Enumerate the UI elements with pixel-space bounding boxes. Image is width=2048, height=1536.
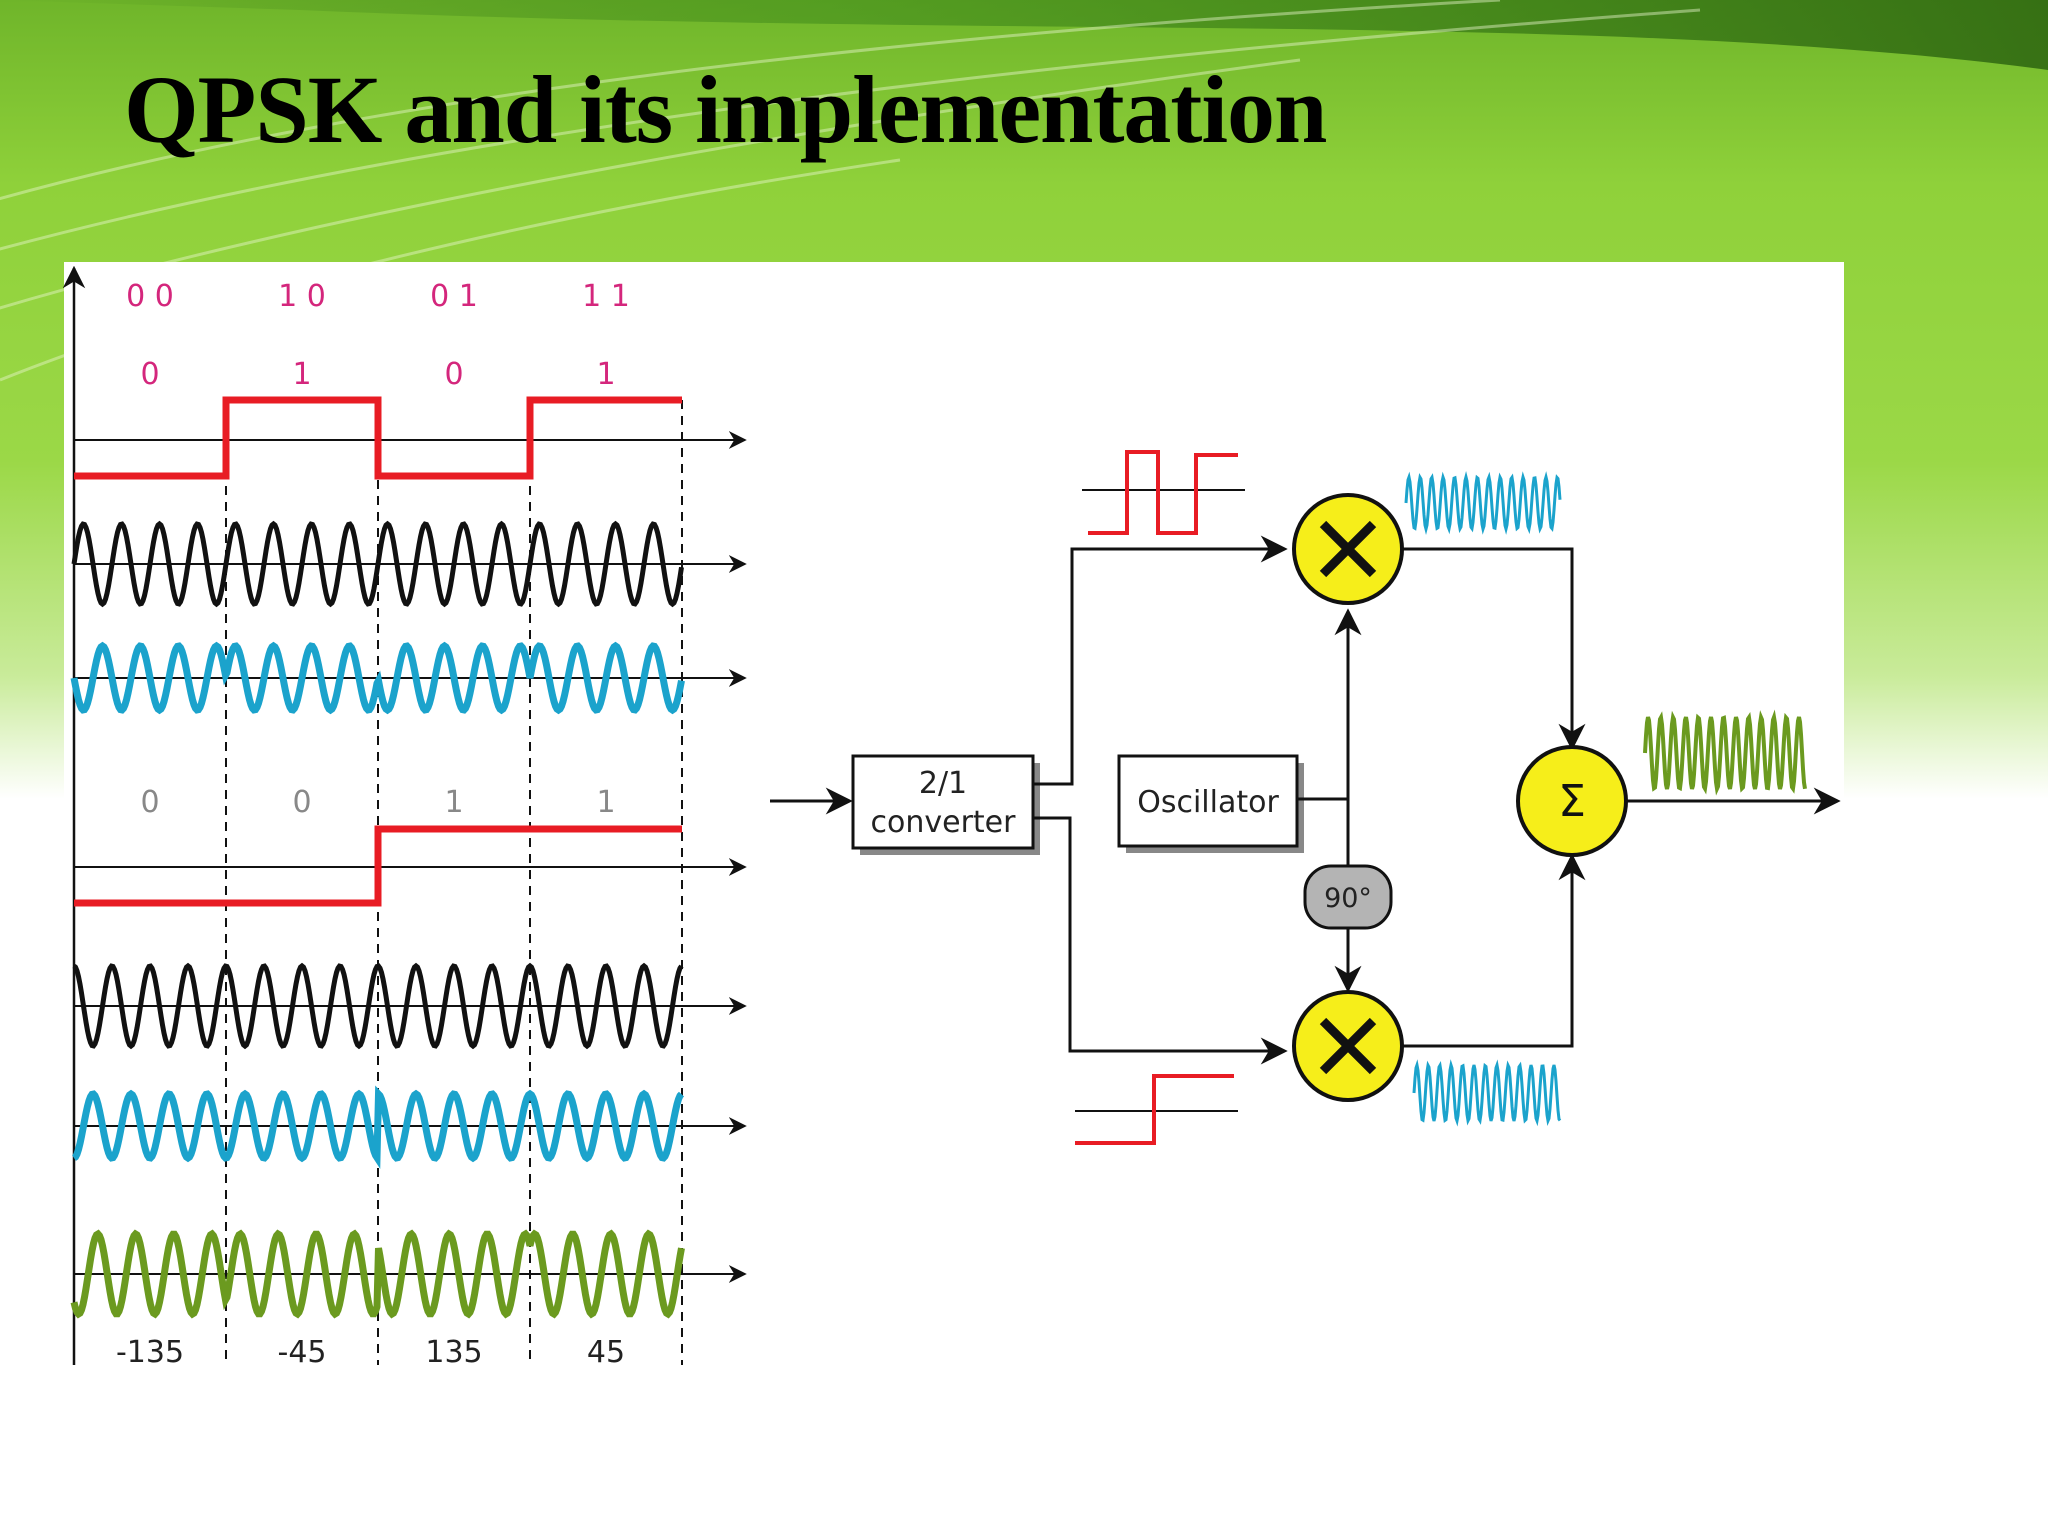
upper-mixer-to-summer: [1402, 547, 1586, 751]
i-bit-label-2: 1: [292, 357, 311, 392]
phase-label-2: -45: [278, 1335, 327, 1370]
q-modulated-wave: [72, 1085, 685, 1169]
lower-mixer-to-summer: [1402, 853, 1586, 1048]
upper-mixer: [1292, 493, 1404, 605]
dibit-label-1: 0 0: [126, 279, 174, 314]
phase-label-1: -135: [116, 1335, 184, 1370]
slide-title: QPSK and its implementation: [124, 56, 1327, 163]
q-carrier-wave: [72, 962, 684, 1050]
i-bit-label-3: 0: [444, 357, 463, 392]
summer-circle: [1516, 745, 1628, 857]
phase-shift-box: [1303, 864, 1393, 930]
upper-modulated-mini-wave: [1404, 471, 1562, 535]
lower-mixer: [1292, 990, 1404, 1102]
q-bit-label-4: 1: [596, 785, 615, 820]
oscillator-box: [1117, 754, 1299, 848]
dibit-label-2: 1 0: [278, 279, 326, 314]
upper-pulse-icon: [1082, 450, 1245, 535]
i-carrier-wave: [71, 520, 684, 608]
oscillator-label: Oscillator: [1137, 785, 1279, 820]
phase-shift-label: 90°: [1324, 883, 1372, 914]
block-diagram: [770, 450, 1841, 1145]
lower-modulated-mini-wave: [1412, 1059, 1562, 1127]
i-bit-pulse-train: [74, 396, 682, 480]
summer-symbol: Σ: [1558, 776, 1586, 827]
q-bit-label-3: 1: [444, 785, 463, 820]
q-bit-label-1: 0: [140, 785, 159, 820]
waveform-panel: 0 0 1 0 0 1 1 1 0 1 0 1 0 0 1 1 -135 -45…: [62, 265, 747, 1370]
qpsk-output-wave: [70, 1229, 685, 1319]
converter-to-lower-mixer: [1033, 816, 1288, 1065]
dibit-label-3: 0 1: [430, 279, 478, 314]
converter-label-line1: 2/1: [919, 766, 967, 801]
i-modulated-wave: [70, 641, 685, 715]
phase-label-4: 45: [587, 1335, 625, 1370]
phase-label-3: 135: [425, 1335, 482, 1370]
i-bit-label-1: 0: [140, 357, 159, 392]
dibit-label-4: 1 1: [582, 279, 630, 314]
converter-to-upper-mixer: [1033, 535, 1288, 786]
lower-pulse-icon: [1075, 1074, 1238, 1145]
q-bit-pulse-train: [74, 825, 682, 907]
output-mini-wave: [1643, 709, 1807, 796]
converter-label-line2: converter: [871, 805, 1017, 840]
q-bit-label-2: 0: [292, 785, 311, 820]
i-bit-label-4: 1: [596, 357, 615, 392]
converter-box: [851, 754, 1035, 850]
